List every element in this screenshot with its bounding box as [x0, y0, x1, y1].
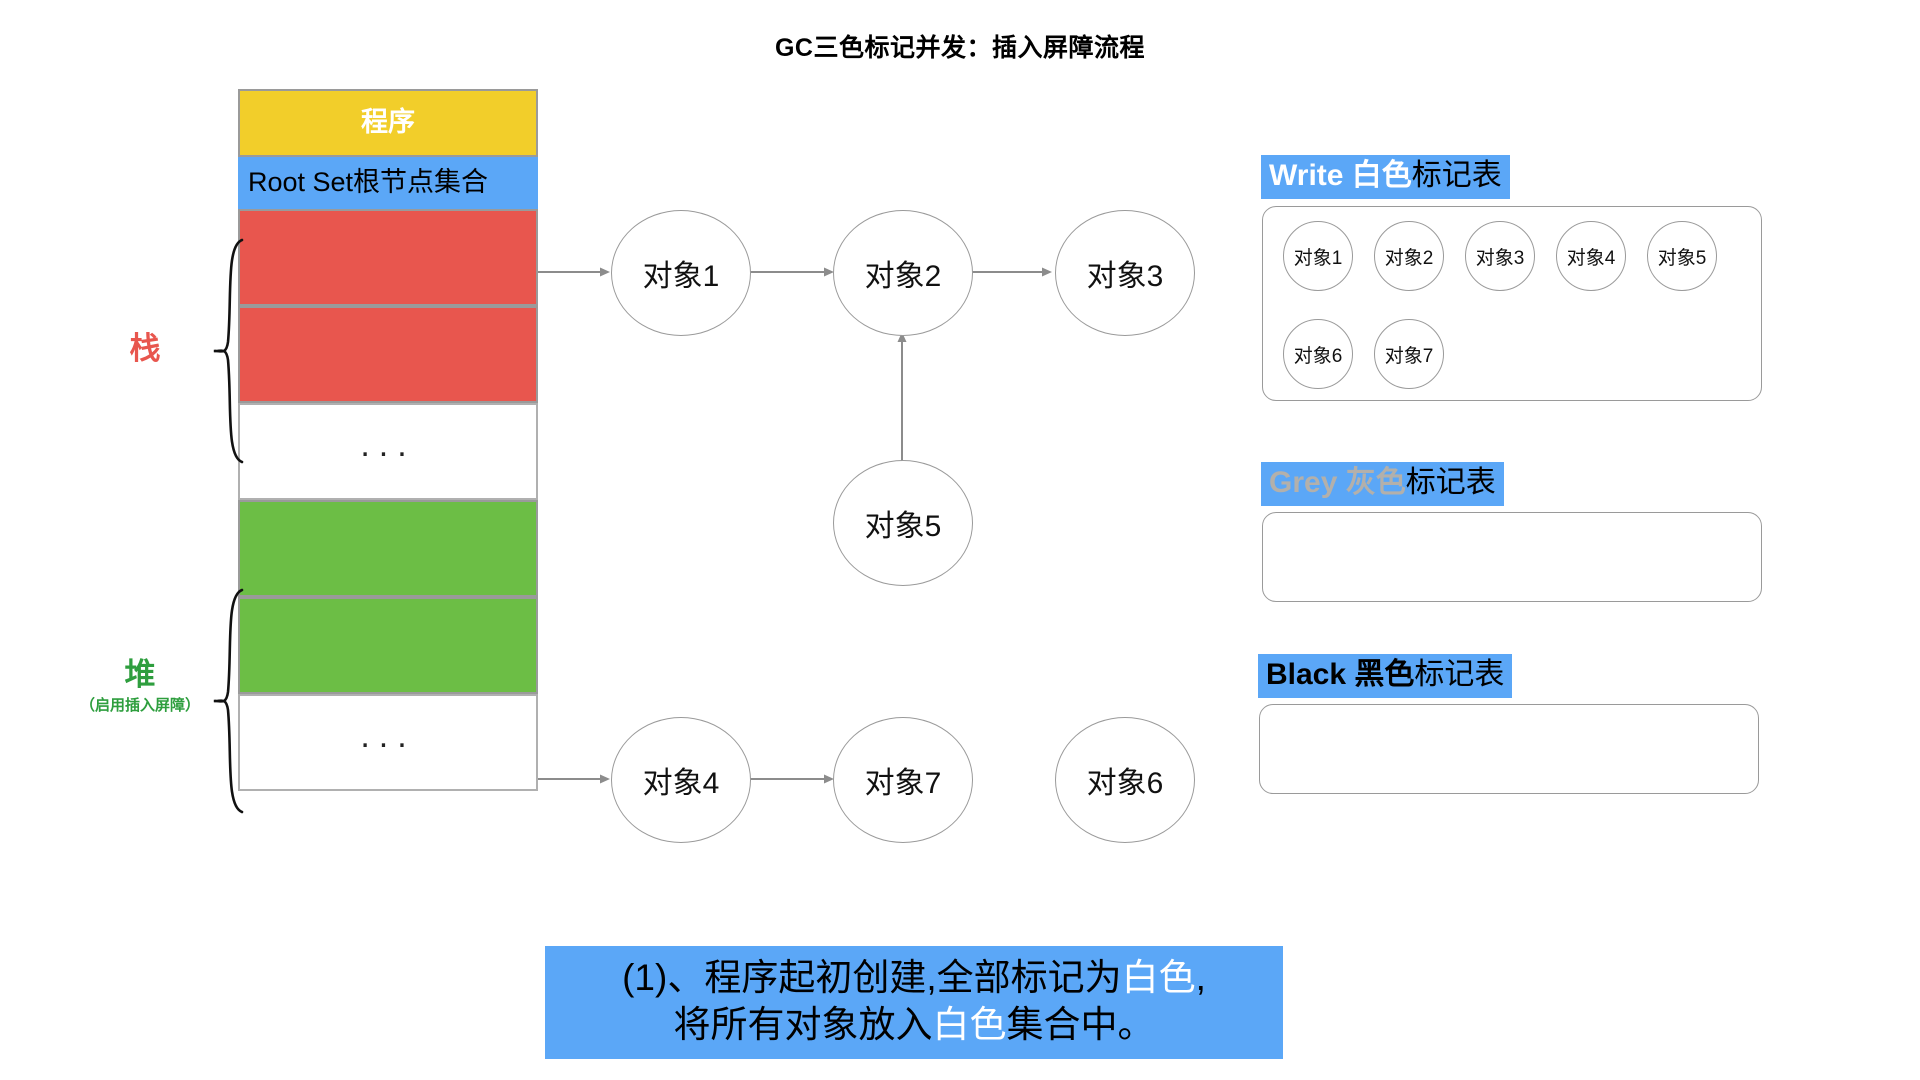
graph-node-obj4-label: 对象4 — [642, 767, 720, 800]
stack-label: 栈 — [90, 331, 200, 366]
graph-node-obj5[interactable]: 对象5 — [833, 460, 973, 586]
graph-node-obj1[interactable]: 对象1 — [611, 210, 751, 336]
caption-line2-post: 集合中。 — [1006, 1004, 1155, 1046]
heap-label-sub: （启用插入屏障） — [79, 697, 200, 715]
graph-node-obj1-label: 对象1 — [642, 260, 720, 293]
graph-node-obj3[interactable]: 对象3 — [1055, 210, 1195, 336]
mark-table-black-header: Black 黑色标记表 — [1258, 654, 1513, 698]
heap-ellipsis-label: ... — [360, 716, 416, 755]
mark-table-white-header: Write 白色标记表 — [1261, 155, 1510, 199]
mark-table-black-box — [1259, 704, 1759, 794]
memory-cell-root-set: Root Set根节点集合 — [238, 157, 538, 209]
step-caption-line-1: (1)、程序起初创建,全部标记为白色, — [559, 954, 1269, 1001]
graph-node-obj7[interactable]: 对象7 — [833, 717, 973, 843]
memory-cell-stack-ellipsis: ... — [238, 403, 538, 500]
mark-item-white-4-label: 对象4 — [1566, 247, 1616, 269]
graph-node-obj5-label: 对象5 — [864, 510, 942, 543]
edge-obj2-obj3 — [968, 265, 1054, 279]
caption-line2-highlight: 白色 — [932, 1004, 1007, 1046]
edge-obj4-obj7 — [750, 772, 836, 786]
graph-node-obj3-label: 对象3 — [1086, 260, 1164, 293]
mark-item-white-3[interactable]: 对象3 — [1465, 221, 1535, 291]
mark-item-white-3-label: 对象3 — [1475, 247, 1525, 269]
graph-node-obj6-label: 对象6 — [1086, 767, 1164, 800]
mark-table-grey-header-tail: 标记表 — [1405, 466, 1496, 499]
mark-item-white-2-label: 对象2 — [1384, 247, 1434, 269]
mark-table-white-header-en: Write 白色 — [1269, 159, 1412, 192]
heap-brace — [212, 588, 246, 814]
page-title: GC三色标记并发：插入屏障流程 — [774, 34, 1145, 62]
graph-node-obj2[interactable]: 对象2 — [833, 210, 973, 336]
heap-label-main: 堆 — [124, 657, 156, 692]
mark-item-white-7-label: 对象7 — [1384, 345, 1434, 367]
graph-node-obj7-label: 对象7 — [864, 767, 942, 800]
mark-table-grey-header: Grey 灰色标记表 — [1261, 462, 1504, 506]
mark-table-grey-box — [1262, 512, 1762, 602]
caption-line1-highlight: 白色 — [1121, 957, 1196, 998]
mark-item-white-1[interactable]: 对象1 — [1283, 221, 1353, 291]
mark-item-white-5[interactable]: 对象5 — [1647, 221, 1717, 291]
step-caption: (1)、程序起初创建,全部标记为白色, 将所有对象放入白色集合中。 — [545, 946, 1283, 1059]
memory-cell-program-label: 程序 — [361, 107, 415, 138]
stack-ellipsis-label: ... — [360, 425, 416, 464]
mark-item-white-2[interactable]: 对象2 — [1374, 221, 1444, 291]
mark-table-white-header-tail: 标记表 — [1411, 159, 1502, 192]
mark-table-black-header-tail: 标记表 — [1414, 658, 1505, 691]
mark-item-white-5-label: 对象5 — [1657, 247, 1707, 269]
edge-obj5-obj2 — [894, 330, 910, 464]
graph-node-obj2-label: 对象2 — [864, 260, 942, 293]
memory-cell-heap-slot-2 — [238, 597, 538, 694]
memory-cell-stack-slot-2 — [238, 306, 538, 403]
mark-table-black-header-en: Black 黑色 — [1266, 658, 1415, 691]
edge-heap-obj4 — [538, 772, 612, 786]
mark-item-white-6-label: 对象6 — [1293, 345, 1343, 367]
memory-cell-heap-ellipsis: ... — [238, 694, 538, 791]
edge-obj1-obj2 — [750, 265, 836, 279]
graph-node-obj4[interactable]: 对象4 — [611, 717, 751, 843]
step-caption-line-2: 将所有对象放入白色集合中。 — [559, 1001, 1269, 1048]
caption-line2-pre: 将所有对象放入 — [673, 1004, 933, 1046]
edge-rootset-obj1 — [538, 265, 612, 279]
memory-cell-program: 程序 — [238, 89, 538, 157]
memory-cell-stack-slot-1 — [238, 209, 538, 306]
caption-line1-pre: (1)、程序起初创建,全部标记为 — [622, 957, 1122, 998]
heap-label: 堆 （启用插入屏障） — [40, 657, 240, 716]
mark-item-white-6[interactable]: 对象6 — [1283, 319, 1353, 389]
memory-column: 程序 Root Set根节点集合 ... ... — [238, 89, 538, 791]
graph-node-obj6[interactable]: 对象6 — [1055, 717, 1195, 843]
stack-label-main: 栈 — [129, 331, 161, 366]
caption-line1-post: , — [1195, 957, 1206, 998]
stack-brace — [212, 238, 246, 464]
memory-cell-root-set-label: Root Set根节点集合 — [248, 167, 489, 198]
memory-cell-heap-slot-1 — [238, 500, 538, 597]
mark-item-white-4[interactable]: 对象4 — [1556, 221, 1626, 291]
mark-item-white-7[interactable]: 对象7 — [1374, 319, 1444, 389]
mark-item-white-1-label: 对象1 — [1293, 247, 1343, 269]
mark-table-grey-header-en: Grey 灰色 — [1269, 466, 1406, 499]
